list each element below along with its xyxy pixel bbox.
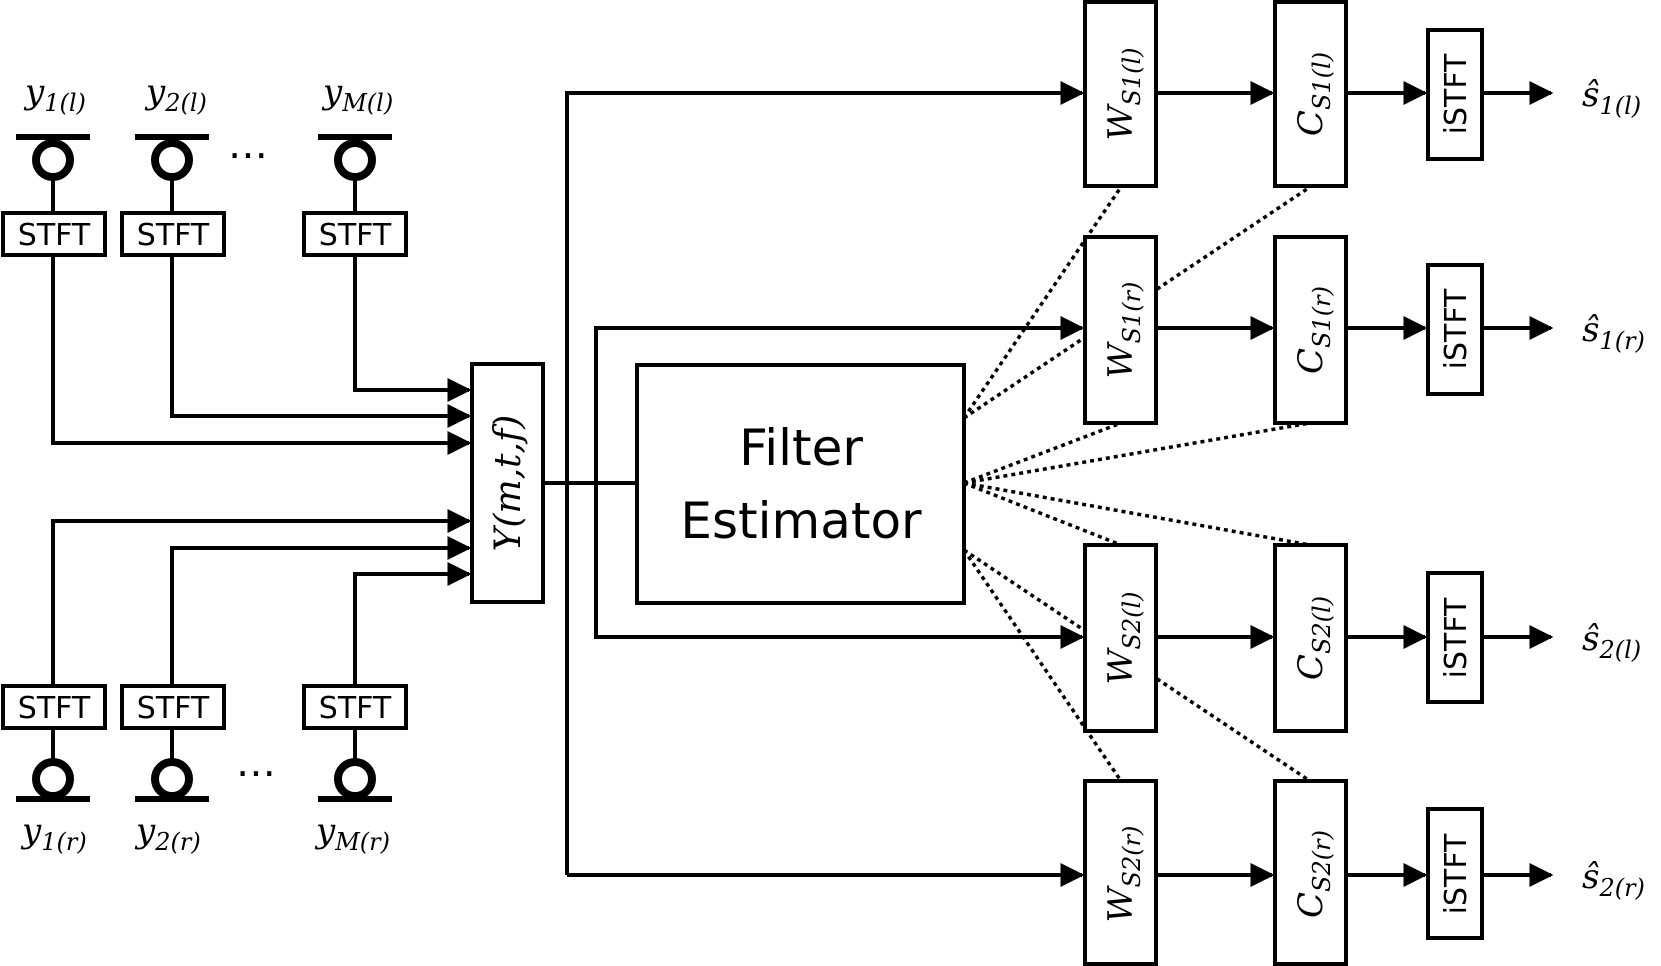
svg-text:WS1(r): WS1(r) [1101,282,1146,379]
output-signal-label: ŝ1(l) [1582,75,1641,120]
svg-text:CS1(r): CS1(r) [1291,286,1336,374]
mic-M-right: yM(r) [314,728,392,856]
microphone-icon [151,758,193,800]
mic-2-right: y2(r) [134,728,209,856]
mic-array-left: y1(l) y2(l) ⋯ yM(l) [16,72,393,213]
istft-box [1426,263,1484,396]
svg-text:WS1(l): WS1(l) [1101,47,1146,140]
svg-text:iSTFT: iSTFT [1439,597,1474,678]
ellipsis-left: ⋯ [228,132,268,178]
output-signal-label: ŝ2(r) [1582,857,1645,902]
channel-s1-left: WS1(l) CS1(l) iSTFT ŝ1(l) [1083,0,1641,188]
svg-text:CS1(l): CS1(l) [1291,52,1336,136]
mic-2-left: y2(l) [135,72,209,213]
connectors-right-to-mixture [51,509,472,686]
channel-s2-right: WS2(r) CS2(r) iSTFT ŝ2(r) [1083,779,1645,966]
svg-text:WS2(l): WS2(l) [1101,591,1146,684]
mic-1-right: y1(r) [16,728,90,856]
stft-box [302,684,408,730]
svg-text:yM(l): yM(l) [321,72,393,117]
istft-box [1426,28,1484,161]
svg-text:WS2(r): WS2(r) [1101,826,1146,923]
stft-blocks-left: STFT STFT STFT [1,211,408,257]
mixture-to-filters [565,81,1085,887]
istft-box [1426,807,1484,940]
ellipsis-right: ⋯ [236,750,276,796]
svg-text:iSTFT: iSTFT [1439,53,1474,134]
svg-text:CS2(l): CS2(l) [1291,596,1336,680]
mixture-label: Y(m,t,f) [488,415,529,552]
stft-blocks-right: STFT STFT STFT [1,684,408,730]
mixture-block [470,362,545,604]
svg-text:iSTFT: iSTFT [1439,288,1474,369]
stft-box [302,211,408,257]
c-block [1273,0,1348,188]
svg-text:STFT: STFT [319,218,392,253]
mic-array-right: y1(r) y2(r) ⋯ yM(r) [16,728,392,856]
estimator-label-line1: Filter [739,419,863,477]
estimator-label-line2: Estimator [680,492,922,550]
svg-text:y2(l): y2(l) [144,72,207,117]
output-signal-label: ŝ2(l) [1582,619,1641,664]
svg-text:STFT: STFT [18,691,91,726]
svg-text:y1(r): y1(r) [20,811,87,856]
mic-1-left: y1(l) [16,72,90,213]
istft-box [1426,571,1484,704]
filter-estimator-block [635,363,966,605]
svg-text:STFT: STFT [137,691,210,726]
output-signal-label: ŝ1(r) [1582,310,1645,355]
stft-box [120,684,226,730]
microphone-icon [334,139,376,181]
svg-text:yM(r): yM(r) [314,811,390,856]
svg-text:y1(l): y1(l) [23,72,86,117]
microphone-icon [32,139,74,181]
svg-text:iSTFT: iSTFT [1439,833,1474,914]
channel-s1-right: WS1(r) CS1(r) iSTFT ŝ1(r) [1083,235,1645,425]
c-block [1273,779,1348,966]
svg-text:y2(r): y2(r) [134,811,201,856]
microphone-icon [151,139,193,181]
microphone-icon [32,758,74,800]
svg-text:STFT: STFT [319,691,392,726]
w-filter-block [1083,779,1158,966]
microphone-icon [334,758,376,800]
svg-text:STFT: STFT [18,218,91,253]
mic-M-left: yM(l) [318,72,393,213]
stft-box [120,211,226,257]
channel-s2-left: WS2(l) CS2(l) iSTFT ŝ2(l) [1083,543,1641,733]
svg-text:CS2(r): CS2(r) [1291,830,1336,918]
connectors-left-to-mixture [51,255,472,455]
svg-text:STFT: STFT [137,218,210,253]
